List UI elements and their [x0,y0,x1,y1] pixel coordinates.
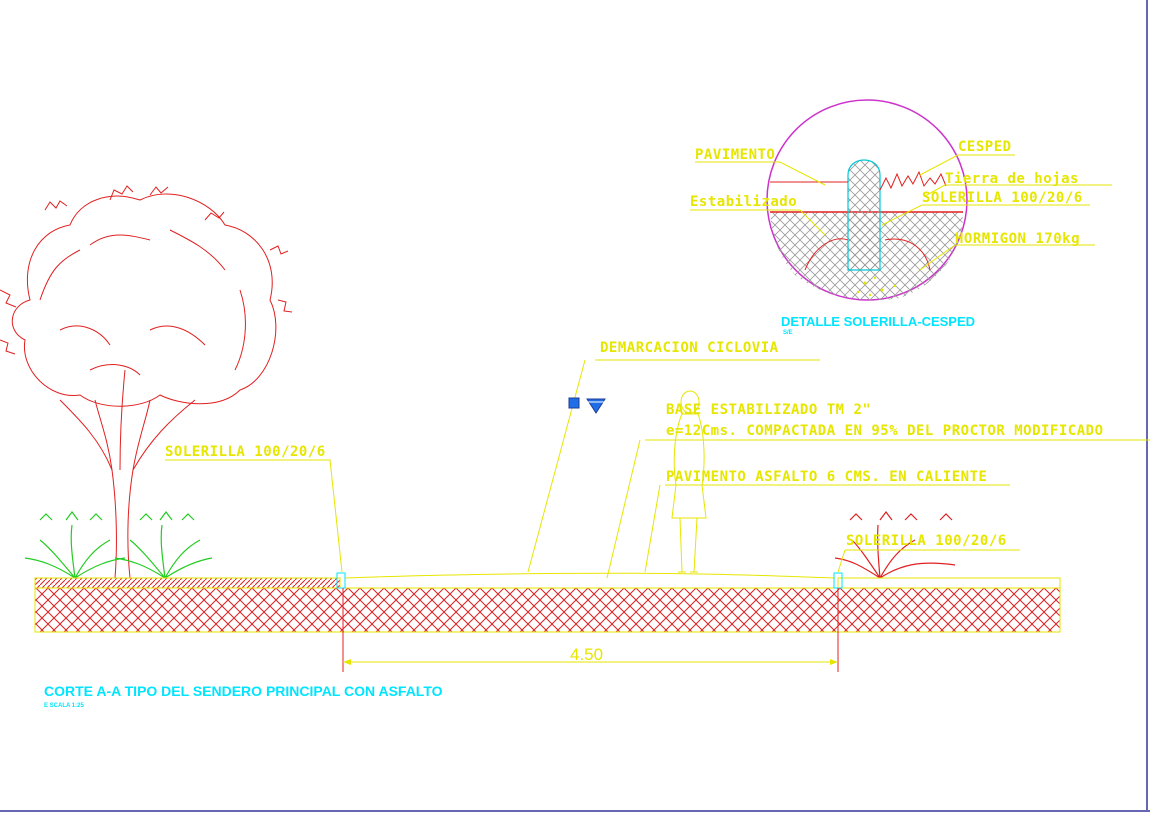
label-solerilla-left: SOLERILLA 100/20/6 [165,444,326,460]
dimension-label: 4.50 [570,645,603,664]
label-solerilla-right: SOLERILLA 100/20/6 [846,533,1007,549]
curb-left [336,572,346,589]
detail-label-tierra: Tierra de hojas [945,171,1079,187]
red-shrubs [834,511,956,579]
detail-label-cesped: CESPED [958,139,1012,155]
topsoil-left [34,577,341,589]
green-shrubs [24,511,213,579]
tree-drawing [0,185,293,579]
square-marker-icon [568,397,580,409]
detail-scale: S/E [783,330,793,336]
stabilized-base [34,587,1061,633]
person-figure [671,390,707,573]
detail-leader-lines [690,154,1112,271]
label-base-line1: BASE ESTABILIZADO TM 2" [666,402,871,418]
section-title: CORTE A-A TIPO DEL SENDERO PRINCIPAL CON… [44,683,443,699]
pavement-section [34,572,1061,672]
detail-concrete-edges [804,238,931,271]
detail-solerilla-cesped [766,99,968,301]
detail-label-pavimento: PAVIMENTO [695,147,775,163]
detail-label-estabilizado: Estabilizado [690,194,797,210]
section-scale: E SCALA 1:25 [44,703,84,709]
detail-label-hormigon: HORMIGON 170kg [955,231,1080,247]
leader-lines [165,359,1150,579]
label-demarcacion-ciclovia: DEMARCACION CICLOVIA [600,340,779,356]
detail-curb [847,159,881,271]
topsoil-right [837,577,1061,589]
detail-gravel [856,276,897,297]
triangle-marker-icon [586,398,606,414]
detail-grass [879,170,947,191]
label-pavimento-asfalto: PAVIMENTO ASFALTO 6 CMS. EN CALIENTE [666,469,987,485]
asphalt-surface [344,572,836,579]
detail-label-solerilla: SOLERILLA 100/20/6 [922,190,1083,206]
label-base-line2: e=12Cms. COMPACTADA EN 95% DEL PROCTOR M… [666,423,1104,439]
detail-title: DETALLE SOLERILLA-CESPED [781,314,975,329]
